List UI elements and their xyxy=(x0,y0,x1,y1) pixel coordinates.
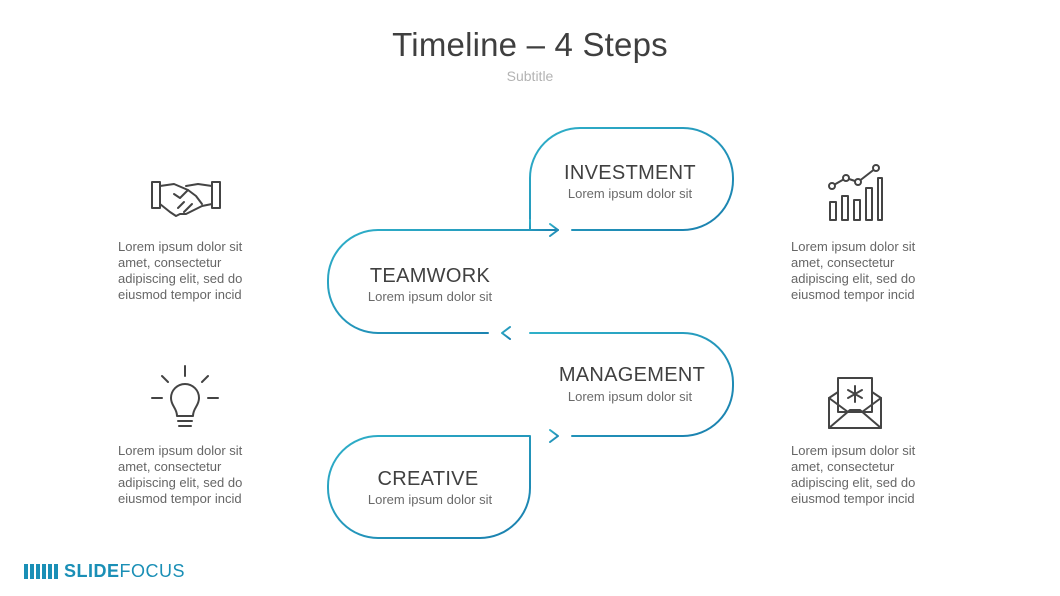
desc-line: adipiscing elit, sed do xyxy=(791,271,916,286)
desc-line: Lorem ipsum dolor sit xyxy=(791,443,916,458)
step-creative-subtitle: Lorem ipsum dolor sit xyxy=(367,492,493,507)
desc-line: eiusmod tempor incid xyxy=(791,287,915,302)
envelope-letter-icon xyxy=(828,377,882,429)
desc-line: eiusmod tempor incid xyxy=(118,287,242,302)
logo-text-regular: FOCUS xyxy=(119,560,186,581)
desc-line: Lorem ipsum dolor sit xyxy=(118,443,243,458)
step-management-subtitle: Lorem ipsum dolor sit xyxy=(567,389,693,404)
step-investment-title: INVESTMENT xyxy=(564,162,696,184)
step-teamwork-title: TEAMWORK xyxy=(369,265,491,287)
desc-handshake: Lorem ipsum dolor sit amet, consectetur … xyxy=(118,239,268,303)
lightbulb-icon xyxy=(151,365,219,427)
slidefocus-logo: SLIDE FOCUS xyxy=(24,561,185,581)
teamwork-capsule xyxy=(327,229,531,334)
desc-growth-chart: Lorem ipsum dolor sit amet, consectetur … xyxy=(791,239,941,303)
step-creative-title: CREATIVE xyxy=(377,468,479,490)
logo-text-bold: SLIDE xyxy=(64,560,120,581)
logo-bars-icon xyxy=(24,563,58,579)
step-management-title: MANAGEMENT xyxy=(558,364,706,386)
desc-line: Lorem ipsum dolor sit xyxy=(791,239,916,254)
desc-line: amet, consectetur xyxy=(118,255,222,270)
growth-chart-icon xyxy=(828,164,883,221)
desc-line: adipiscing elit, sed do xyxy=(791,475,916,490)
desc-line: amet, consectetur xyxy=(791,255,895,270)
desc-line: eiusmod tempor incid xyxy=(118,491,242,506)
desc-line: amet, consectetur xyxy=(118,459,222,474)
creative-capsule xyxy=(327,435,531,539)
page-subtitle: Subtitle xyxy=(506,68,554,84)
desc-line: eiusmod tempor incid xyxy=(791,491,915,506)
desc-line: adipiscing elit, sed do xyxy=(118,271,243,286)
page-title: Timeline – 4 Steps xyxy=(392,26,668,63)
investment-capsule xyxy=(529,127,734,231)
step-investment-subtitle: Lorem ipsum dolor sit xyxy=(567,186,693,201)
management-capsule xyxy=(529,332,734,437)
desc-line: adipiscing elit, sed do xyxy=(118,475,243,490)
handshake-icon xyxy=(151,181,221,217)
desc-envelope: Lorem ipsum dolor sit amet, consectetur … xyxy=(791,443,941,507)
arrow-to-investment xyxy=(529,219,559,231)
desc-line: amet, consectetur xyxy=(791,459,895,474)
step-teamwork-subtitle: Lorem ipsum dolor sit xyxy=(367,289,493,304)
desc-lightbulb: Lorem ipsum dolor sit amet, consectetur … xyxy=(118,443,268,507)
desc-line: Lorem ipsum dolor sit xyxy=(118,239,243,254)
